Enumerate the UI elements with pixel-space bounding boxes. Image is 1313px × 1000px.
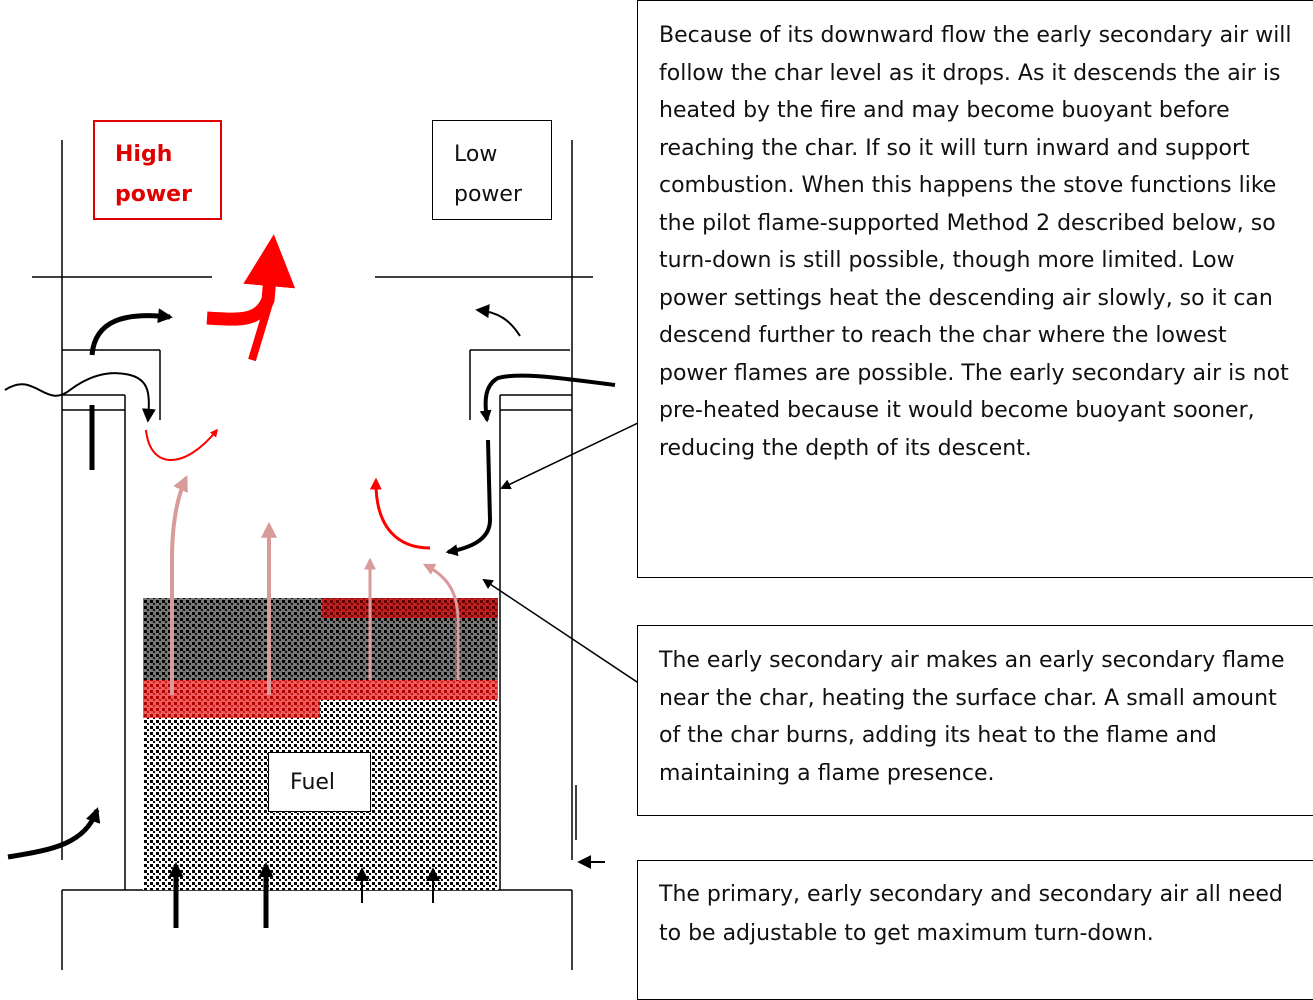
explanation-descent-text: Because of its downward flow the early s… [659, 23, 1292, 461]
early-air-inlet-left [4, 372, 156, 423]
low-power-label: Low power [432, 120, 552, 220]
char-burning-upper [322, 598, 498, 618]
high-power-line1: High [115, 142, 173, 167]
fuel-label: Fuel [268, 752, 371, 812]
low-power-line1: Low [454, 142, 498, 167]
explanation-adjustable-text: The primary, early secondary and seconda… [659, 882, 1283, 946]
primary-rise-1 [170, 475, 188, 695]
char-burning-lower [143, 680, 498, 700]
low-power-line2: power [454, 182, 522, 207]
callout-pointer-2 [482, 578, 641, 685]
buoyant-turn-right [369, 477, 431, 550]
high-power-line2: power [115, 182, 192, 207]
explanation-early-flame-box: The early secondary air makes an early s… [637, 625, 1313, 816]
early-air-inlet-right [479, 373, 616, 423]
early-air-descent-right [445, 439, 493, 557]
secondary-air-arrow-right [475, 304, 521, 337]
high-power-label: High power [93, 120, 222, 220]
primary-rise-4 [422, 563, 460, 680]
explanation-adjustable-box: The primary, early secondary and seconda… [637, 860, 1313, 1000]
secondary-inlet-bottom-left [7, 807, 101, 860]
char-burning-left [143, 698, 320, 718]
high-power-exhaust-arrow [206, 234, 296, 326]
explanation-early-flame-text: The early secondary air makes an early s… [659, 648, 1285, 786]
high-power-exhaust-tail [248, 298, 274, 362]
explanation-descent-box: Because of its downward flow the early s… [637, 0, 1313, 578]
buoyant-turn-left [145, 428, 219, 461]
secondary-air-arrow-left [89, 308, 173, 356]
callout-pointer-1 [500, 421, 641, 490]
